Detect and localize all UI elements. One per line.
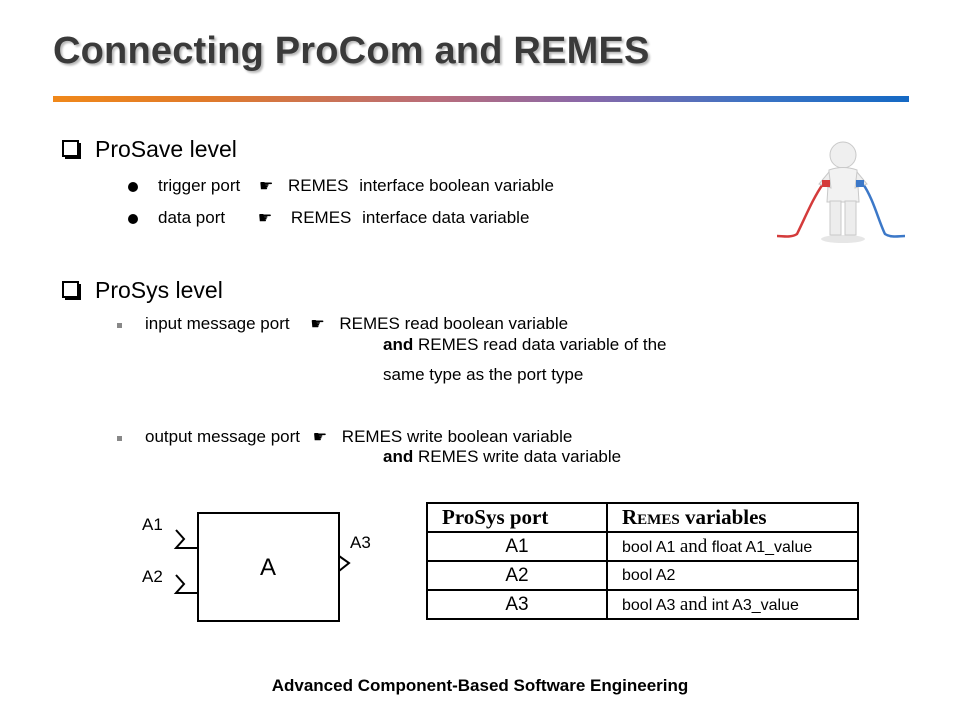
hand-pointing-icon: ☛ (310, 316, 325, 333)
square-bullet (117, 436, 122, 441)
header-prosys-port: ProSys port (426, 502, 608, 533)
component-label: A (260, 554, 276, 581)
component-box (197, 512, 340, 622)
slide-footer: Advanced Component-Based Software Engine… (271, 676, 689, 695)
trigger-input-port (173, 529, 198, 549)
port-label-a2: A2 (142, 567, 163, 586)
output-port (338, 555, 351, 572)
port-label-a3: A3 (350, 533, 371, 552)
table-header-row: ProSys port REMES variables (426, 502, 859, 533)
prosys-heading: ProSys level (62, 277, 223, 304)
square-bullet-icon (62, 281, 81, 300)
prosave-item-2: data port ☛ REMES interface data variabl… (158, 208, 530, 227)
bullet-dot (128, 182, 138, 192)
hand-pointing-icon: ☛ (312, 429, 328, 446)
square-bullet-icon (62, 140, 81, 159)
square-bullet (117, 323, 122, 328)
table-row: A2 bool A2 (426, 560, 859, 591)
bullet-dot (128, 214, 138, 224)
table-row: A1 bool A1 and float A1_value (426, 531, 859, 562)
trigger-input-port (173, 574, 198, 594)
table-row: A3 bool A3 and int A3_value (426, 589, 859, 620)
prosys-item-2-line2: and REMES write data variable (383, 447, 622, 466)
prosys-item-1-line3: same type as the port type (383, 365, 584, 384)
slide-title: Connecting ProCom and REMES (53, 30, 650, 72)
prosys-item-1: input message port ☛ REMES read boolean … (145, 314, 569, 333)
hand-pointing-icon: ☛ (257, 210, 273, 227)
title-underline (53, 96, 909, 102)
prosave-item-1: trigger port ☛ REMES interface boolean v… (158, 176, 554, 195)
person-holding-cables-icon (776, 141, 906, 243)
port-variable-table: ProSys port REMES variables A1 bool A1 a… (426, 502, 859, 620)
prosys-item-2: output message port ☛ REMES write boolea… (145, 427, 573, 446)
prosave-heading: ProSave level (62, 136, 237, 163)
header-remes-variables: REMES variables (606, 502, 859, 533)
port-label-a1: A1 (142, 515, 163, 534)
prosys-item-1-line2: and REMES read data variable of the (383, 335, 667, 354)
hand-pointing-icon: ☛ (258, 178, 274, 195)
component-diagram: A A1 A2 A3 (142, 512, 371, 622)
